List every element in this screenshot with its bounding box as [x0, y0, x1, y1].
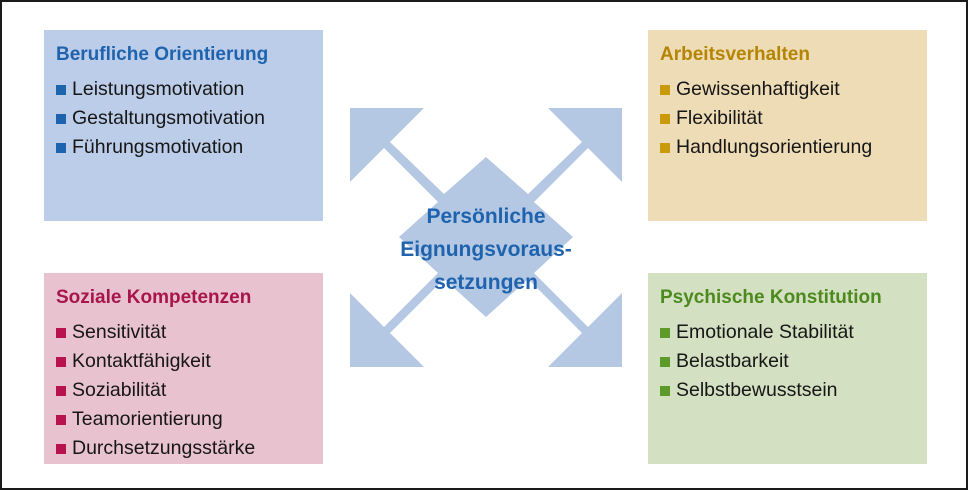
list-item-label: Belastbarkeit	[676, 350, 789, 372]
list-item: Emotionale Stabilität	[660, 318, 917, 347]
list-item-label: Leistungsmotivation	[72, 78, 245, 100]
bullet-square-icon	[660, 142, 670, 153]
bullet-square-icon	[660, 356, 670, 367]
bullet-square-icon	[660, 385, 670, 396]
center-label-line: Eignungsvoraus-	[400, 238, 572, 261]
list-item-label: Selbstbewusstsein	[676, 379, 838, 401]
bullet-square-icon	[660, 113, 670, 124]
list-item: Selbstbewusstsein	[660, 376, 917, 405]
diagonal-arrows-shape	[350, 108, 622, 367]
list-item: Führungsmotivation	[56, 133, 313, 162]
list-item-label: Emotionale Stabilität	[676, 321, 854, 343]
list-item-label: Kontaktfähigkeit	[72, 350, 211, 372]
bullet-square-icon	[660, 84, 670, 95]
list-item: Flexibilität	[660, 104, 917, 133]
list-item: Gewissenhaftigkeit	[660, 75, 917, 104]
bullet-square-icon	[56, 113, 66, 124]
list-item-label: Sensitivität	[72, 321, 167, 343]
list-item: Durchsetzungsstärke	[56, 434, 313, 463]
list-item: Belastbarkeit	[660, 347, 917, 376]
list-item-label: Handlungsorientierung	[676, 136, 873, 158]
list-item: Handlungsorientierung	[660, 133, 917, 162]
center-label-line: setzungen	[434, 271, 538, 294]
box-title: Psychische Konstitution	[660, 287, 882, 308]
list-item-label: Soziabilität	[72, 379, 167, 401]
box-title: Berufliche Orientierung	[56, 44, 269, 65]
list-item-label: Gestaltungsmotivation	[72, 107, 265, 129]
bullet-square-icon	[56, 385, 66, 396]
bullet-square-icon	[660, 327, 670, 338]
list-item-label: Durchsetzungsstärke	[72, 437, 256, 459]
box-berufliche-orientierung: Berufliche Orientierung Leistungsmotivat…	[44, 30, 323, 221]
box-psychische-konstitution: Psychische Konstitution Emotionale Stabi…	[648, 273, 927, 464]
bullet-square-icon	[56, 142, 66, 153]
center-label-line: Persönliche	[426, 205, 546, 228]
box-title: Soziale Kompetenzen	[56, 287, 252, 308]
box-title: Arbeitsverhalten	[660, 44, 810, 65]
center-label: Persönliche Eignungsvoraus- setzungen	[370, 200, 602, 299]
bullet-square-icon	[56, 356, 66, 367]
list-item: Kontaktfähigkeit	[56, 347, 313, 376]
bullet-square-icon	[56, 414, 66, 425]
list-item-label: Führungsmotivation	[72, 136, 244, 158]
list-item: Soziabilität	[56, 376, 313, 405]
bullet-square-icon	[56, 443, 66, 454]
list-item: Leistungsmotivation	[56, 75, 313, 104]
list-item: Sensitivität	[56, 318, 313, 347]
list-item: Gestaltungsmotivation	[56, 104, 313, 133]
bullet-square-icon	[56, 327, 66, 338]
list-item: Teamorientierung	[56, 405, 313, 434]
list-item-label: Gewissenhaftigkeit	[676, 78, 840, 100]
list-item-label: Teamorientierung	[72, 408, 223, 430]
bullet-square-icon	[56, 84, 66, 95]
list-item-label: Flexibilität	[676, 107, 763, 129]
